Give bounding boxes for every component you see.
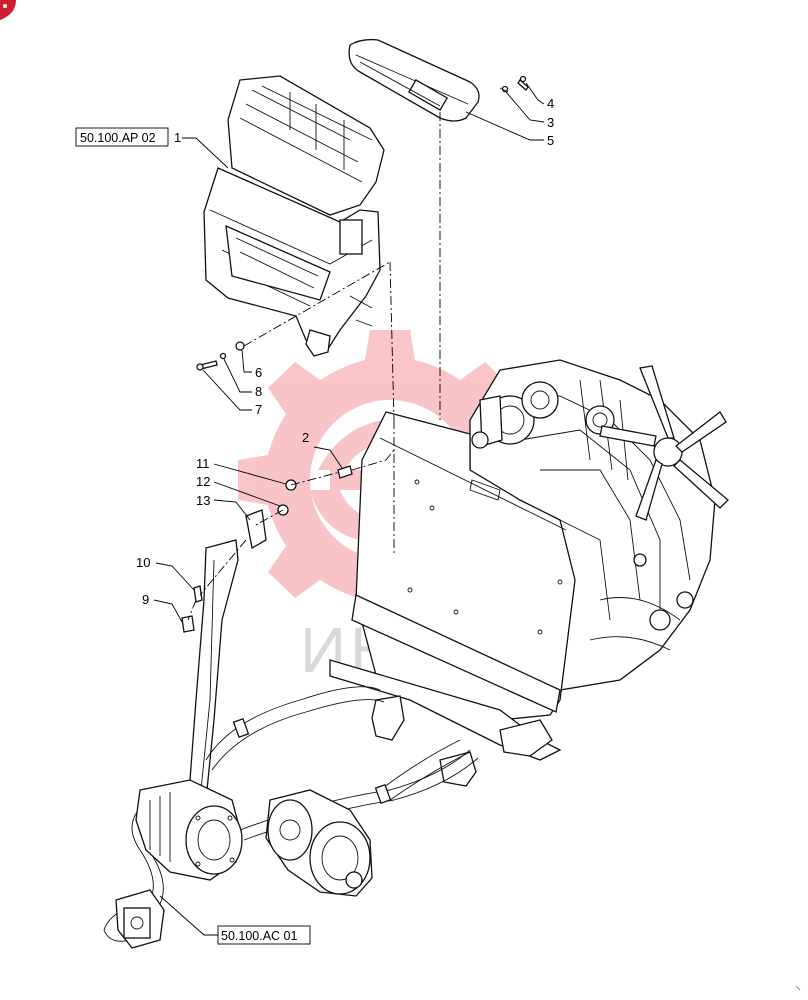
hydraulic-motor — [115, 889, 165, 949]
reference-ap[interactable]: 50.100.AP 02 1 — [75, 127, 229, 169]
callout-1: 1 — [174, 130, 181, 145]
callout-8: 8 — [255, 384, 262, 399]
turbocharger — [471, 381, 559, 449]
callout-group-2: 2 — [302, 430, 343, 469]
mounting-bolts — [196, 341, 245, 371]
callout-group-upper: 4 3 5 — [465, 82, 554, 148]
callout-group-bolts: 10 9 — [136, 555, 195, 623]
reference-ac[interactable]: 50.100.AC 01 — [159, 895, 311, 945]
callout-group-lever: 11 12 13 — [196, 456, 287, 521]
reference-ac-label: 50.100.AC 01 — [221, 929, 297, 943]
callout-6: 6 — [255, 365, 262, 380]
bulkhead-plate — [351, 411, 576, 721]
callout-7: 7 — [255, 402, 262, 417]
callout-5: 5 — [547, 133, 554, 148]
callout-11: 11 — [196, 456, 210, 471]
callout-2: 2 — [302, 430, 309, 445]
callout-4: 4 — [547, 96, 554, 111]
callout-12: 12 — [196, 474, 210, 489]
drive-motor — [265, 789, 373, 897]
bolt-hardware — [499, 75, 529, 93]
reference-ap-label: 50.100.AP 02 — [80, 131, 156, 145]
callout-3: 3 — [547, 115, 554, 130]
hydraulic-pump — [135, 779, 243, 881]
callout-group-mounting: 6 8 7 — [202, 349, 262, 417]
air-intake-cover — [348, 38, 480, 122]
frame-mounts — [329, 659, 562, 787]
corner-tab — [0, 0, 16, 20]
fan — [599, 365, 729, 521]
hvac-unit — [203, 75, 385, 357]
assembly-lines — [187, 112, 441, 621]
callout-9: 9 — [142, 592, 149, 607]
corner-mark — [795, 985, 801, 991]
callout-13: 13 — [196, 493, 210, 508]
callout-10: 10 — [136, 555, 150, 570]
